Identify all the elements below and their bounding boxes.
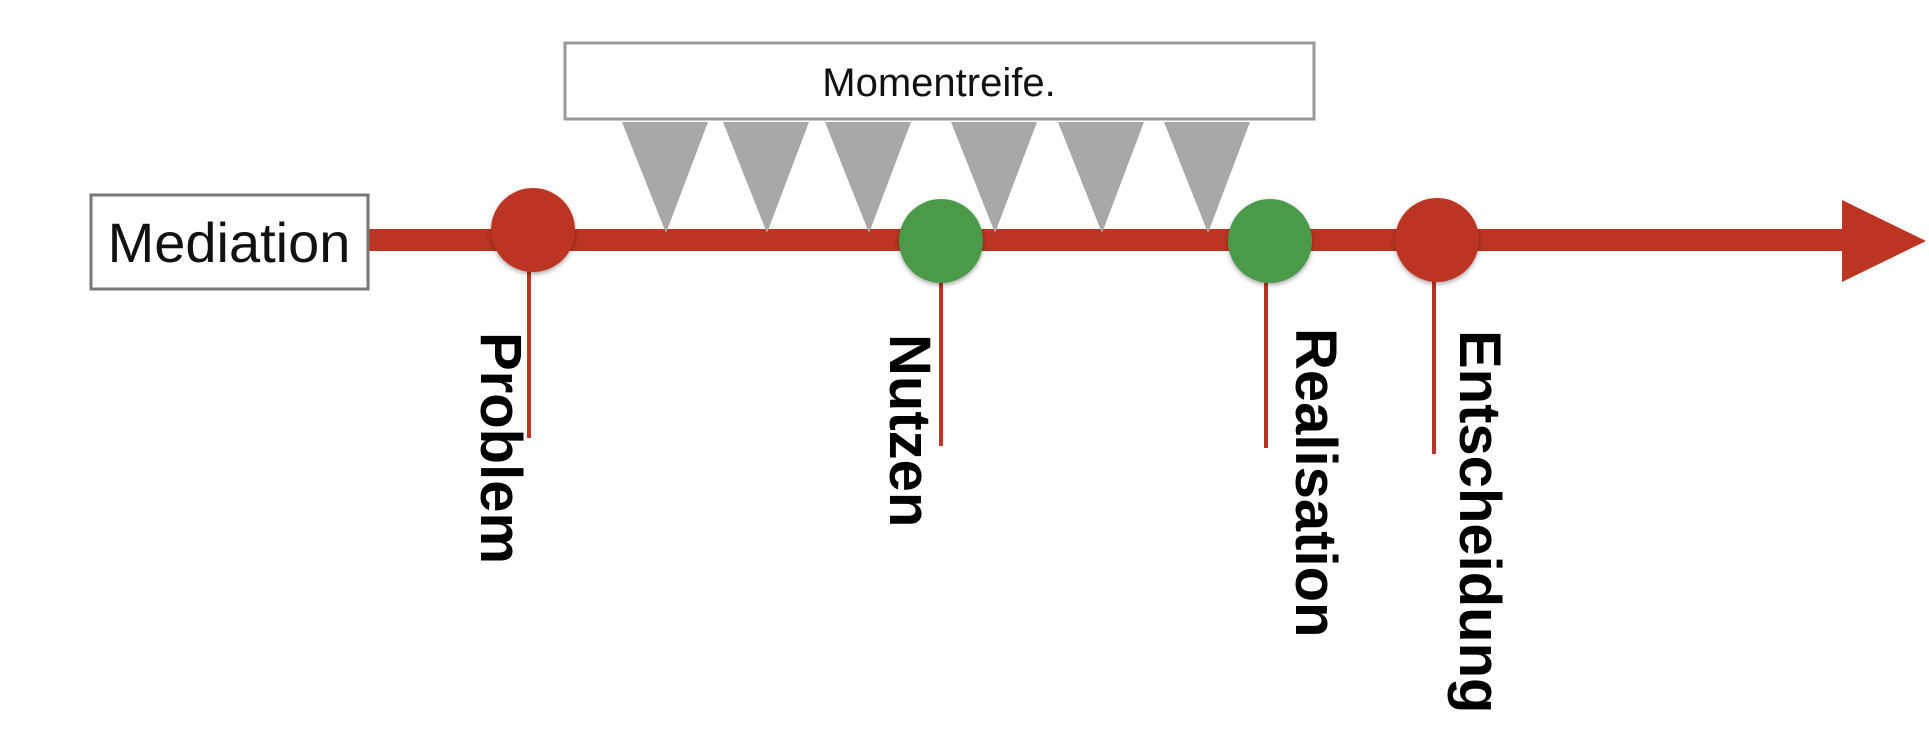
mediation-box-frame: [89, 193, 370, 291]
milestone-nutzen: Nutzen: [877, 199, 983, 527]
timeline-arrowhead: [1842, 200, 1926, 282]
timeline-bar: [368, 229, 1848, 251]
marker-triangle: [1058, 122, 1144, 233]
marker-triangle: [622, 122, 708, 233]
milestone-problem: Problem: [468, 188, 575, 564]
momentreife-box-frame: [563, 41, 1316, 121]
milestone-dot-problem: [491, 188, 575, 272]
milestone-label-realisation: Realisation: [1283, 328, 1348, 637]
milestone-dot-realisation: [1228, 199, 1312, 283]
milestone-realisation: Realisation: [1228, 199, 1348, 637]
momentreife-box: Momentreife.: [563, 41, 1316, 121]
marker-triangle: [951, 122, 1037, 233]
milestone-label-entscheidung: Entscheidung: [1447, 330, 1512, 713]
milestone-dot-entscheidung: [1395, 198, 1479, 282]
marker-triangle: [825, 122, 911, 233]
mediation-label: Mediation: [108, 211, 351, 274]
marker-triangle: [1164, 122, 1250, 233]
momentreife-markers: [622, 122, 1250, 233]
milestone-label-nutzen: Nutzen: [877, 334, 942, 527]
milestone-dot-nutzen: [899, 199, 983, 283]
marker-triangle: [723, 122, 809, 233]
momentreife-label: Momentreife.: [822, 61, 1055, 105]
milestone-entscheidung: Entscheidung: [1395, 198, 1512, 713]
mediation-box: Mediation: [89, 193, 370, 291]
milestone-label-problem: Problem: [468, 332, 533, 564]
